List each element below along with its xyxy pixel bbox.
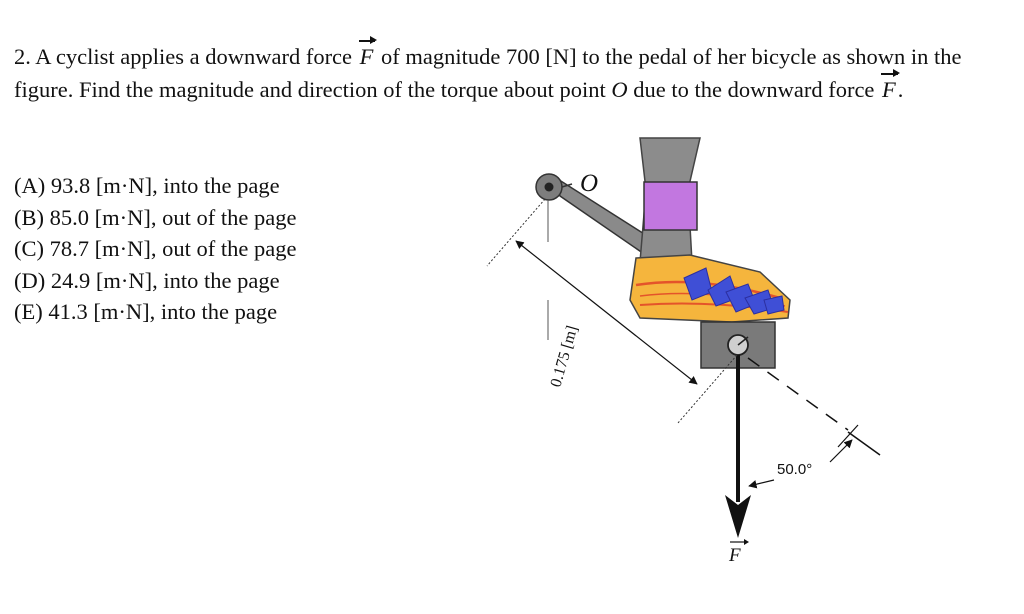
problem-statement: 2. A cyclist applies a downward force F … [14,36,1004,106]
sock-band [643,181,698,231]
force-label: F [728,545,741,566]
crank-direction-tail [847,431,881,456]
choice-a[interactable]: (A) 93.8 [m·N], into the page [14,170,296,202]
pivot-hub [535,173,573,201]
choice-text: 24.9 [m·N], into the page [50,267,280,293]
choice-letter: (C) [14,236,44,261]
point-symbol: O [611,77,628,102]
choice-text: 78.7 [m·N], out of the page [49,236,297,261]
force-arrow [725,355,751,538]
dotted-extension-lines [486,198,738,424]
choice-letter: (A) [14,173,46,198]
choice-text: 85.0 [m·N], out of the page [49,204,297,230]
choice-e[interactable]: (E) 41.3 [m·N], into the page [14,296,296,328]
problem-text-2: of magnitude 700 [N] to the pedal of her… [14,44,962,102]
choice-c[interactable]: (C) 78.7 [m·N], out of the page [14,233,296,265]
pivot-label: O [580,170,598,197]
choice-letter: (B) [14,204,44,230]
force-label-vector-head [744,539,749,545]
choice-text: 41.3 [m·N], into the page [48,299,278,324]
crank-tick [837,424,859,448]
choice-letter: (E) [14,299,43,324]
choice-text: 93.8 [m·N], into the page [50,173,280,198]
force-vector-symbol: F [358,36,378,73]
crank-direction-line [747,357,849,431]
problem-text-3: due to the downward force [633,77,875,102]
angle-indicator [748,439,853,489]
force-vector-symbol-2: F [880,69,900,106]
problem-text-1: A cyclist applies a downward force [35,44,353,69]
problem-number: 2. [14,44,31,69]
angle-label: 50.0° [777,461,812,478]
dimension-line [515,240,698,385]
problem-text-end: . [897,77,904,102]
choice-letter: (D) [14,267,46,293]
choice-b[interactable]: (B) 85.0 [m·N], out of the page [14,202,296,234]
answer-choices: (A) 93.8 [m·N], into the page (B) 85.0 [… [14,170,296,328]
length-label: 0.175 [m] [548,324,582,389]
shoe-laces [683,267,785,315]
choice-d[interactable]: (D) 24.9 [m·N], into the page [14,265,296,297]
